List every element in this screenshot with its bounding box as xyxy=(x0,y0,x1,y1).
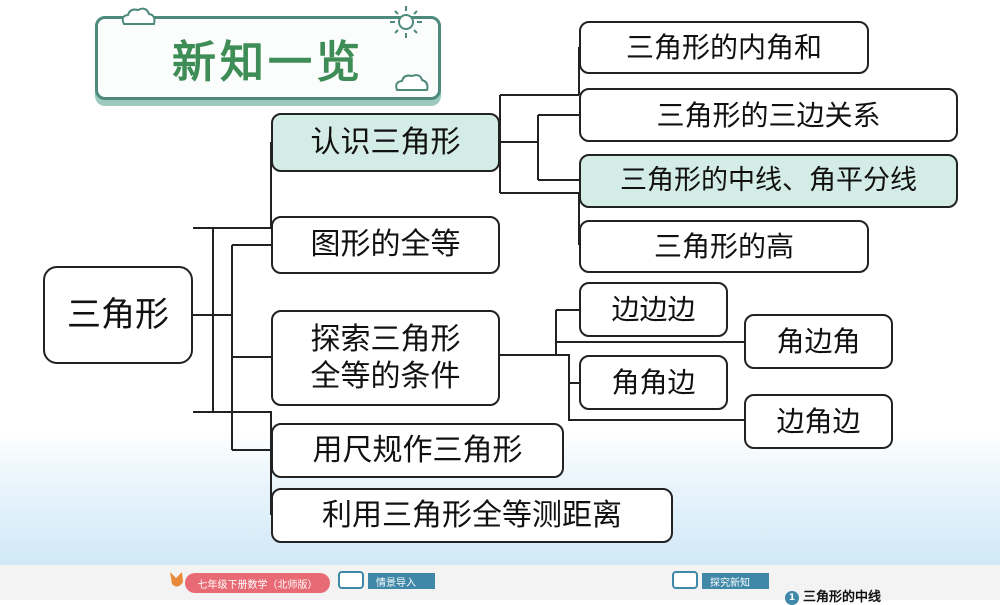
cloud-icon xyxy=(121,7,156,25)
section-number: 1 xyxy=(785,590,799,605)
root-label: 三角形 xyxy=(67,294,169,335)
explore-hub3 xyxy=(500,354,744,421)
cloud-icon xyxy=(395,74,429,91)
branch-congruent-figures: 图形的全等 xyxy=(271,216,500,274)
topic-label: 三角形的三边关系 xyxy=(656,98,881,132)
branch-recognize-triangle: 认识三角形 xyxy=(271,113,500,172)
slide-thumbnail-strip xyxy=(0,565,1000,600)
section-heading: 1 三角形的中线 xyxy=(785,586,881,605)
tab-scenario-intro[interactable]: 情景导入 xyxy=(368,573,435,589)
tab-label: 情景导入 xyxy=(376,577,416,589)
condition-label: 边角边 xyxy=(776,405,861,438)
condition-label: 角边角 xyxy=(776,325,861,358)
branch-label: 利用三角形全等测距离 xyxy=(322,497,622,533)
connector-distance xyxy=(193,411,272,515)
title-banner: 新知一览 xyxy=(95,16,441,100)
topic-label: 三角形的高 xyxy=(653,230,794,263)
sun-icon xyxy=(390,6,422,38)
topic-label: 三角形的内角和 xyxy=(625,31,822,64)
recognize-hub2 xyxy=(537,114,579,181)
tab-label: 探究新知 xyxy=(710,577,750,589)
branch-label-line1: 探索三角形 xyxy=(310,321,461,357)
condition-sas: 边角边 xyxy=(744,394,893,449)
book-title: 七年级下册数学（北师版） xyxy=(197,579,318,591)
branch-label: 用尺规作三角形 xyxy=(312,432,523,468)
condition-label: 角角边 xyxy=(611,366,696,399)
branch-ruler-construction: 用尺规作三角形 xyxy=(271,423,564,478)
condition-label: 边边边 xyxy=(611,293,696,326)
condition-sss: 边边边 xyxy=(579,282,728,337)
branch-congruence-conditions: 探索三角形 全等的条件 xyxy=(271,310,500,406)
outer-trunk-top xyxy=(193,227,214,412)
explore-hub1 xyxy=(555,309,579,355)
topic-altitude: 三角形的高 xyxy=(579,220,869,273)
branch-label-line2: 全等的条件 xyxy=(310,359,461,394)
branch-measure-distance: 利用三角形全等测距离 xyxy=(271,488,673,543)
slide-icon xyxy=(672,571,698,589)
condition-asa: 角边角 xyxy=(744,314,893,369)
condition-aas: 角角边 xyxy=(579,355,728,410)
fox-mascot-icon xyxy=(170,572,183,587)
page-title: 新知一览 xyxy=(172,37,364,88)
topic-interior-angles: 三角形的内角和 xyxy=(579,21,869,74)
book-title-badge[interactable]: 七年级下册数学（北师版） xyxy=(185,573,330,593)
root-node: 三角形 xyxy=(43,266,193,364)
slide-icon xyxy=(338,571,364,589)
recognize-hub3 xyxy=(499,95,580,245)
outer-trunk-recognize xyxy=(213,142,272,229)
topic-label: 三角形的中线、角平分线 xyxy=(620,165,917,197)
section-title: 三角形的中线 xyxy=(803,590,882,605)
topic-three-sides: 三角形的三边关系 xyxy=(579,88,958,142)
topic-median-bisector: 三角形的中线、角平分线 xyxy=(579,154,958,208)
tab-explore-new[interactable]: 探究新知 xyxy=(702,573,769,589)
branch-label: 图形的全等 xyxy=(310,227,461,263)
branch-label: 认识三角形 xyxy=(310,124,461,160)
recognize-hub1 xyxy=(500,47,580,96)
